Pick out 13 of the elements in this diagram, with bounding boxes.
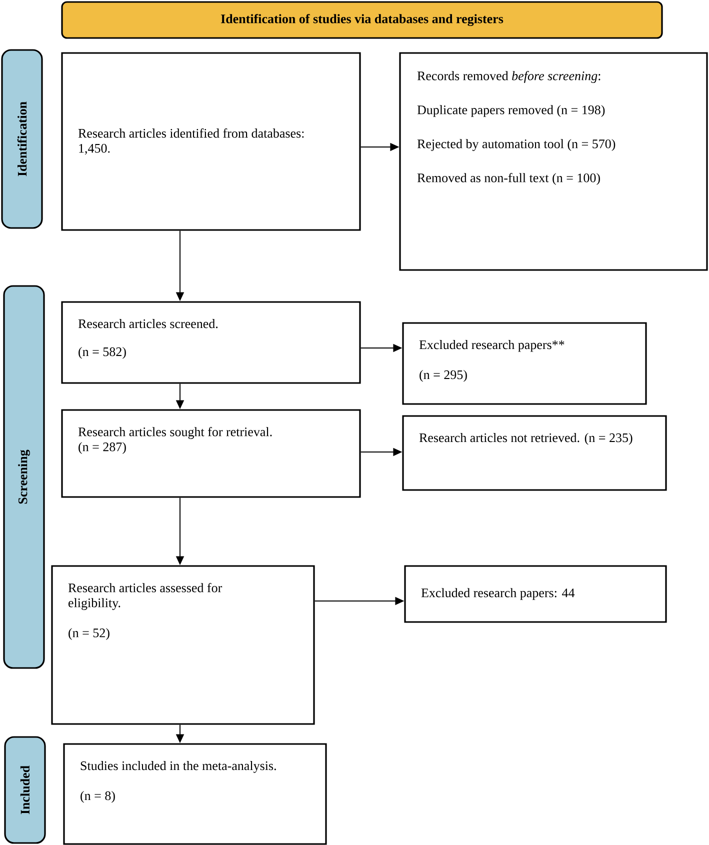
process-box: Research articles sought for retrieval. (n = 287) xyxy=(61,409,361,498)
process-box: Research articles screened. (n = 582) xyxy=(61,301,361,384)
process-box: Studies included in the meta-analysis. (n = 8) xyxy=(63,743,327,845)
process-box: Research articles identified from databases: 1,450. xyxy=(61,52,361,231)
process-box: Excluded research papers: 44 xyxy=(404,565,667,623)
header-band: Identification of studies via databases and registers xyxy=(61,1,663,39)
process-box: Research articles not retrieved. (n = 235) xyxy=(402,415,667,491)
process-box: Excluded research papers** (n = 295) xyxy=(402,322,647,405)
stage-band: Included xyxy=(4,736,46,844)
stage-band: Identification xyxy=(1,49,43,229)
process-box: Research articles assessed for eligibility. (n = 52) xyxy=(51,565,315,725)
process-box: Records removed before screening: Duplicate papers removed (n = 198) Rejected by automation tool (n = 570) Removed as non-full text (n = 100) xyxy=(399,52,708,271)
stage-band: Screening xyxy=(3,285,45,669)
